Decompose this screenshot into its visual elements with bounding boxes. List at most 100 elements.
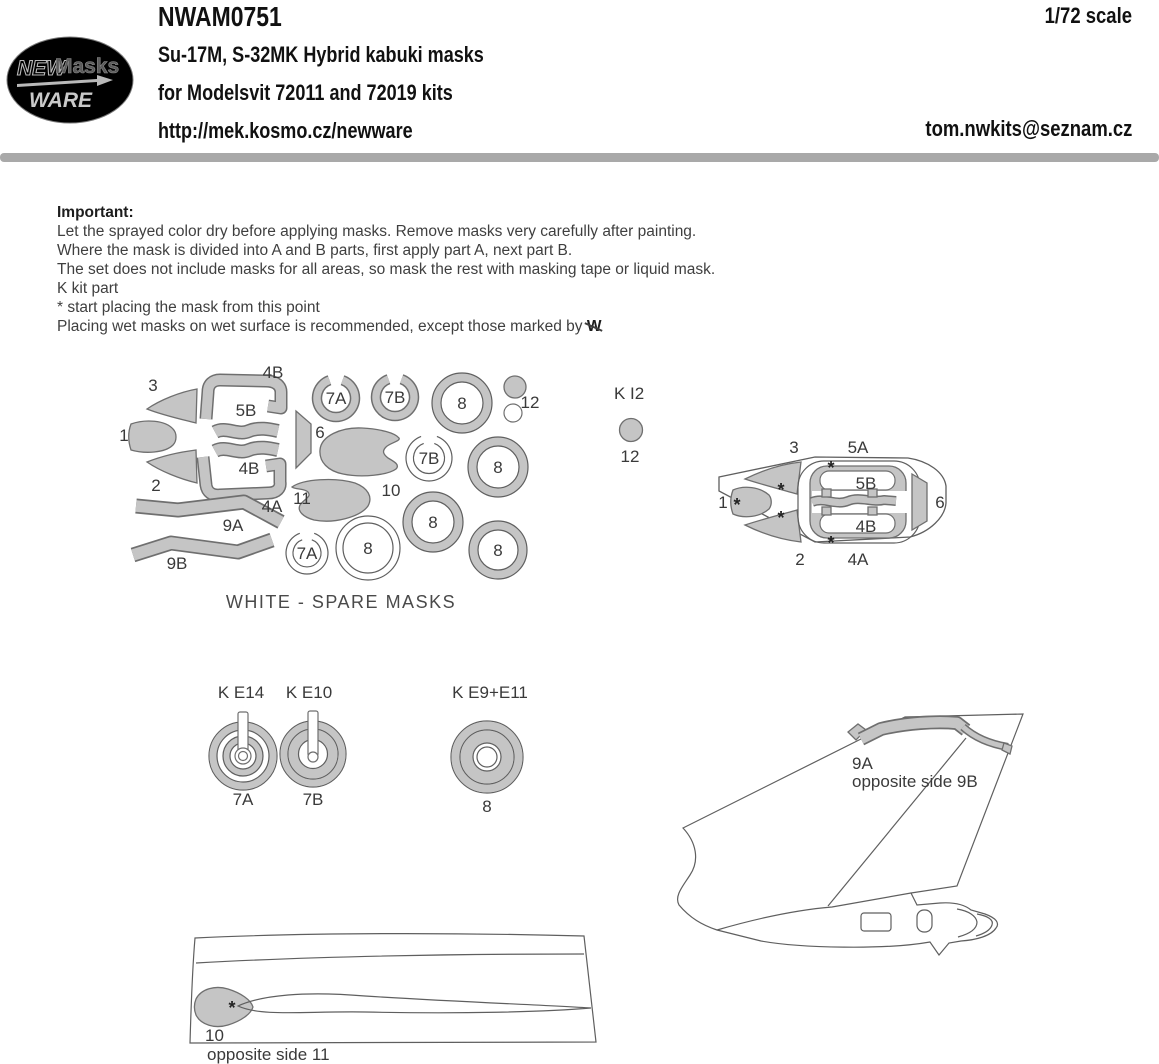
wing-label-10: 10	[205, 1026, 224, 1045]
canopy-slot-top	[819, 470, 896, 491]
mask-bracket-4b-bottom-fill	[198, 456, 286, 501]
wheel-label-8: 8	[482, 797, 491, 816]
sheet-label-4b-top: 4B	[263, 363, 284, 382]
canopy-hinge-square	[821, 506, 832, 516]
sheet-label-4b-mid: 4B	[239, 459, 260, 478]
intake-kit-ref: K I2	[614, 384, 644, 403]
sheet-label-7b: 7B	[385, 388, 406, 407]
start-point-asterisk: *	[733, 495, 740, 515]
sheet-label-7a-spare: 7A	[297, 544, 318, 563]
sheet-label-8d: 8	[493, 541, 502, 560]
mask-shape-1	[128, 420, 177, 453]
header-divider	[0, 153, 1159, 162]
wheel-kit-ref-e9-e11: K E9+E11	[452, 683, 528, 702]
product-code: NWAM0751	[158, 1, 282, 32]
start-point-asterisk: *	[827, 458, 834, 478]
notes-line: K kit part	[57, 280, 119, 297]
fuselage-detail-rect	[860, 912, 892, 932]
fin-fuselage-outline	[677, 713, 1024, 956]
canopy-hinge-square	[821, 488, 832, 498]
sheet-label-4a: 4A	[262, 497, 283, 516]
scale-label: 1/72 scale	[1044, 3, 1132, 28]
notes-line: * start placing the mask from this point	[57, 299, 320, 316]
canopy-label-4a: 4A	[848, 550, 869, 569]
mask-ring-8-a	[431, 372, 493, 434]
mask-shape-2	[145, 449, 198, 484]
sheet-label-8b: 8	[493, 458, 502, 477]
canopy-hinge-square	[867, 506, 878, 516]
intake-mask-12	[618, 417, 644, 443]
mask-ring-8-c	[402, 491, 464, 553]
sheet-label-7a: 7A	[326, 389, 347, 408]
mask-diagrams: 3 4B 5B 1 2 4B 4A 6 7A 7B 8 12 10 7B 8 1…	[119, 363, 1024, 1064]
mask-ring-7a-fill	[313, 376, 359, 421]
nozzle-ring-line	[975, 913, 993, 937]
intake-label-12: 12	[621, 447, 640, 466]
mask-sheet-layout: 3 4B 5B 1 2 4B 4A 6 7A 7B 8 12 10 7B 8 1…	[119, 363, 539, 612]
logo-word-ware: WARE	[29, 89, 93, 112]
canopy-label-5b: 5B	[856, 474, 877, 493]
sheet-label-9a: 9A	[223, 516, 244, 535]
sheet-label-9b: 9B	[167, 554, 188, 573]
mask-shape-3	[145, 388, 198, 424]
title-line-1: Su-17M, S-32MK Hybrid kabuki masks	[158, 42, 484, 67]
canopy-label-1: 1	[718, 493, 727, 512]
wheel-kit-ref-e14: K E14	[218, 683, 264, 702]
mask-dot-12	[503, 375, 527, 399]
fin-note-opposite-9b: opposite side 9B	[852, 772, 978, 791]
fuselage-top-line	[716, 892, 912, 931]
start-point-asterisk: *	[777, 480, 784, 500]
website-url: http://mek.kosmo.cz/newware	[158, 118, 413, 143]
sheet-label-2: 2	[151, 476, 160, 495]
mask-ring-8-b	[467, 436, 529, 498]
notes-heading: Important:	[57, 204, 134, 221]
canopy-label-4b: 4B	[856, 517, 877, 536]
fin-strip-9a-fill	[858, 717, 970, 744]
start-point-asterisk: *	[228, 998, 235, 1018]
rudder-hinge-line	[827, 737, 967, 907]
notes-last-prefix: Placing wet masks on wet surface is reco…	[57, 318, 587, 335]
wing-outline	[189, 933, 597, 1044]
contact-email: tom.nwkits@seznam.cz	[925, 116, 1132, 141]
mask-band-5b-2-fill	[212, 442, 280, 457]
crossed-w-marker: W	[586, 318, 602, 335]
fin-label-9a: 9A	[852, 754, 873, 773]
sheet-label-6: 6	[315, 423, 324, 442]
canopy-mask-1	[730, 486, 772, 518]
tail-fin-diagram: 9A opposite side 9B	[677, 713, 1024, 956]
notes-line: Where the mask is divided into A and B p…	[57, 242, 573, 259]
sheet-label-8c: 8	[428, 513, 437, 532]
wing-diagram: * 10 opposite side 11	[189, 933, 597, 1064]
mask-dot-12-spare	[503, 403, 523, 423]
title-line-2: for Modelsvit 72011 and 72019 kits	[158, 80, 453, 105]
fin-strip-endcap	[1001, 742, 1013, 755]
notes-line-last: Placing wet masks on wet surface is reco…	[57, 317, 715, 336]
mask-ring-8-d	[468, 520, 528, 580]
wheel-diagrams: K E14 K E10 K E9+E11	[208, 683, 528, 816]
mask-strip-9b-fill	[131, 534, 274, 561]
logo-ellipse	[6, 36, 134, 124]
sheet-label-3: 3	[148, 376, 157, 395]
wheel-kit-ref-e10: K E10	[286, 683, 332, 702]
sheet-label-1: 1	[119, 426, 128, 445]
spare-ring-7b	[405, 435, 453, 482]
start-point-asterisk: *	[827, 533, 834, 553]
sheet-label-8-spare: 8	[363, 539, 372, 558]
mask-band-5b-1-fill	[212, 423, 280, 438]
start-point-asterisk: *	[777, 508, 784, 528]
spare-ring-8	[335, 515, 401, 581]
canopy-center-band-fill	[810, 495, 897, 507]
important-notes: Important: Let the sprayed color dry bef…	[57, 203, 715, 336]
mask-shape-11	[290, 478, 371, 522]
notes-line: The set does not include masks for all a…	[57, 261, 716, 278]
canopy-label-6: 6	[935, 493, 944, 512]
fuselage-detail-rect	[916, 909, 933, 933]
logo-word-masks: Masks	[55, 55, 119, 78]
sheet-label-5b: 5B	[236, 401, 257, 420]
mask-strip-9a-fill	[135, 496, 284, 528]
spare-masks-caption: WHITE - SPARE MASKS	[226, 592, 456, 612]
wing-mask-10	[193, 986, 254, 1028]
wing-note-opposite-11: opposite side 11	[207, 1045, 330, 1064]
canopy-hinge-square	[867, 488, 878, 498]
